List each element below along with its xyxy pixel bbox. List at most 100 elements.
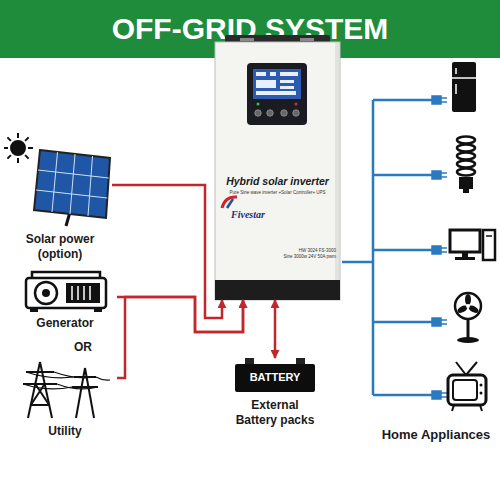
plug-icon [432, 96, 447, 399]
tv-icon [466, 362, 477, 375]
plug-icon [441, 323, 447, 325]
sun-icon [28, 147, 33, 149]
inverter-housing [240, 38, 254, 41]
tv-icon [448, 362, 486, 411]
solar-panel-icon [34, 150, 110, 226]
battery-icon [296, 358, 305, 364]
plug-icon [441, 101, 447, 103]
plug-icon [441, 172, 447, 174]
fridge-icon [455, 84, 457, 94]
plug-icon [441, 247, 447, 249]
battery-label: BATTERY [235, 370, 315, 384]
generator-icon [26, 272, 106, 312]
inverter-housing [247, 63, 307, 125]
plug-icon [432, 246, 441, 254]
computer-icon [455, 257, 475, 260]
output-bus [373, 174, 432, 177]
fridge-icon [452, 62, 476, 112]
utility-pylon-icon [23, 362, 110, 418]
plug-icon [441, 396, 447, 398]
inverter-housing [215, 42, 340, 300]
power-line [117, 297, 243, 332]
output-bus [373, 394, 432, 397]
output-bus [372, 100, 375, 395]
sun-icon [4, 133, 33, 163]
inverter-housing [335, 43, 339, 280]
tv-icon [453, 380, 477, 400]
generator-icon [26, 278, 106, 308]
solar-panel-icon [34, 150, 110, 218]
fan-icon [466, 304, 470, 308]
generator-icon [30, 308, 38, 312]
utility-pylon-icon [57, 384, 98, 389]
sun-icon [25, 155, 29, 159]
fan-icon [455, 293, 481, 343]
tv-icon [480, 405, 482, 411]
appliance-group: Home Appliances [372, 72, 500, 447]
tv-icon [448, 375, 486, 405]
sun-icon [7, 155, 10, 159]
solar-source: Solar power (option) [8, 140, 112, 266]
battery-line [274, 300, 277, 358]
computer-icon [450, 230, 495, 260]
tv-icon [452, 405, 454, 411]
utility-pylon-icon [96, 377, 110, 380]
inverter-housing [227, 199, 233, 208]
product-subtitle: Pure Sine wave inverter +Solar Controlle… [217, 190, 338, 196]
computer-icon [486, 235, 492, 237]
plug-icon [432, 318, 441, 326]
sun-icon [11, 141, 25, 155]
utility-source: Utility [15, 360, 117, 440]
battery-icon [235, 358, 315, 392]
fan-icon [455, 293, 481, 319]
fridge-icon [452, 77, 476, 79]
computer-icon [462, 252, 468, 257]
inverter-housing [257, 103, 260, 106]
inverter-housing [215, 35, 340, 300]
sun-icon [17, 158, 19, 163]
power-line [117, 297, 243, 378]
battery-bank: BATTERY External Battery packs [225, 358, 325, 430]
plug-icon [441, 176, 447, 178]
plug-icon [441, 97, 447, 99]
inverter-housing [222, 197, 237, 208]
tv-icon [456, 362, 466, 375]
inverter-housing [295, 103, 298, 106]
computer-icon [483, 230, 495, 260]
source-label: Generator [15, 316, 115, 330]
inverter-housing [253, 69, 301, 99]
fridge-icon [455, 68, 457, 74]
bulb-icon [457, 137, 475, 194]
utility-pylon-icon [76, 368, 85, 418]
inverter-housing [215, 280, 340, 300]
battery-caption: External Battery packs [233, 398, 318, 428]
model-text: Sine 3000w 24V 50A pwm [265, 254, 336, 260]
plug-icon [441, 392, 447, 394]
or-label: OR [74, 340, 92, 354]
brand-logo-text: Fivestar [231, 209, 291, 221]
inverter-housing [300, 38, 314, 41]
fan-icon [465, 294, 471, 305]
fan-icon [467, 319, 470, 338]
plug-icon [441, 319, 447, 321]
bulb-icon [459, 177, 473, 189]
fan-icon [457, 337, 479, 343]
utility-pylon-icon [54, 372, 96, 378]
source-label: Utility [15, 424, 115, 438]
sun-icon [25, 137, 29, 141]
output-bus [373, 99, 432, 102]
generator-source: Generator [15, 268, 117, 332]
appliance-label: Home Appliances [372, 427, 500, 443]
sun-icon [4, 147, 8, 149]
output-bus [373, 249, 432, 252]
utility-pylon-icon [85, 368, 94, 418]
utility-pylon-icon [26, 372, 74, 378]
output-bus [373, 321, 432, 324]
generator-icon [42, 289, 50, 297]
model-text: HW 3024 FS-3000 [265, 248, 336, 254]
bulb-icon [463, 189, 469, 193]
utility-pylon-icon [23, 383, 57, 385]
product-title: Hybrid solar inverter [215, 175, 340, 188]
output-bus [373, 100, 432, 395]
